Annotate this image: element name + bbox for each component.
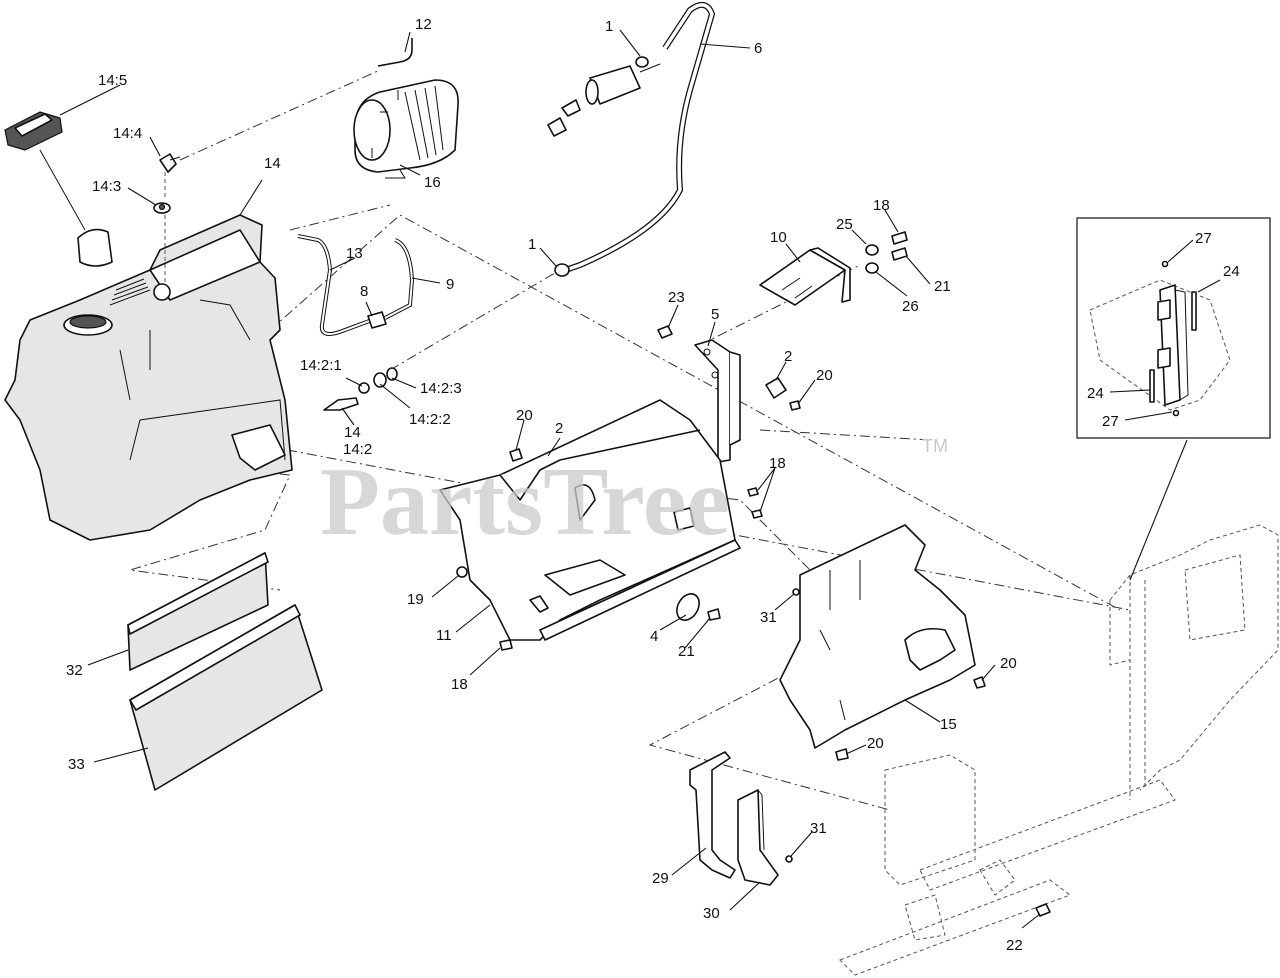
- callout-2-right[interactable]: 2: [784, 348, 792, 365]
- callout-27-inset-top[interactable]: 27: [1195, 230, 1212, 247]
- callout-6[interactable]: 6: [754, 40, 762, 57]
- callout-26[interactable]: 26: [902, 298, 919, 315]
- callout-14-2-2[interactable]: 14:2:2: [409, 411, 451, 428]
- callout-15[interactable]: 15: [940, 716, 957, 733]
- callout-14-4[interactable]: 14:4: [113, 125, 142, 142]
- insulation-pad-32[interactable]: [127, 552, 269, 671]
- callout-13[interactable]: 13: [346, 245, 363, 262]
- callout-2-center[interactable]: 2: [555, 420, 563, 437]
- upright-plate-5[interactable]: [657, 325, 741, 463]
- callout-18-center[interactable]: 18: [769, 455, 786, 472]
- callout-25[interactable]: 25: [836, 216, 853, 233]
- vent-hose-12[interactable]: [377, 38, 413, 67]
- fuel-tank[interactable]: [4, 214, 293, 541]
- tank-fittings[interactable]: [153, 153, 181, 285]
- bracket-29[interactable]: [689, 751, 736, 879]
- callout-14-2-1[interactable]: 14:2:1: [300, 357, 342, 374]
- callout-24-inset-right[interactable]: 24: [1223, 263, 1240, 280]
- callout-5[interactable]: 5: [711, 306, 719, 323]
- callout-22[interactable]: 22: [1006, 937, 1023, 954]
- callout-27-inset-bottom[interactable]: 27: [1102, 413, 1119, 430]
- callout-30[interactable]: 30: [703, 905, 720, 922]
- callout-29[interactable]: 29: [652, 870, 669, 887]
- callout-21-top[interactable]: 21: [934, 278, 951, 295]
- callout-24-inset-left[interactable]: 24: [1087, 385, 1104, 402]
- callout-20-shield[interactable]: 20: [1000, 655, 1017, 672]
- bolt-22[interactable]: [1035, 903, 1051, 917]
- callout-20-right[interactable]: 20: [816, 367, 833, 384]
- rivet-31[interactable]: [785, 855, 793, 863]
- tank-tray-11[interactable]: [439, 399, 741, 641]
- fuel-line-6[interactable]: [559, 1, 716, 275]
- callout-14-2[interactable]: 14:2: [343, 441, 372, 458]
- callout-31-lower[interactable]: 31: [810, 820, 827, 837]
- callout-1-top[interactable]: 1: [605, 18, 613, 35]
- callout-labels: 12 14:5 14:4 14:3 14 16 13 8 9 1 6 1 10 …: [66, 16, 1240, 954]
- callout-12[interactable]: 12: [415, 16, 432, 33]
- callout-16[interactable]: 16: [424, 174, 441, 191]
- callout-31-shield[interactable]: 31: [760, 609, 777, 626]
- callout-21-center[interactable]: 21: [678, 643, 695, 660]
- callout-20-bottom[interactable]: 20: [867, 735, 884, 752]
- callout-10[interactable]: 10: [770, 229, 787, 246]
- inset-detail: [1076, 217, 1271, 581]
- bracket-30[interactable]: [737, 789, 779, 886]
- parts-tree-watermark: PartsTree TM: [320, 436, 948, 556]
- callout-11[interactable]: 11: [436, 627, 452, 644]
- insulation-pad-33[interactable]: [129, 604, 323, 791]
- callout-14-lower[interactable]: 14: [344, 424, 361, 441]
- callout-18-lower[interactable]: 18: [451, 676, 468, 693]
- callout-19[interactable]: 19: [407, 591, 424, 608]
- callout-14-3[interactable]: 14:3: [92, 178, 121, 195]
- mount-bracket-10[interactable]: [759, 247, 851, 306]
- callout-14[interactable]: 14: [264, 155, 281, 172]
- small-hardware[interactable]: [456, 487, 986, 761]
- callout-32[interactable]: 32: [66, 662, 83, 679]
- callout-20-center[interactable]: 20: [516, 407, 533, 424]
- leader-lines: [59, 29, 1221, 929]
- hose-clamps[interactable]: [554, 56, 649, 277]
- callout-4[interactable]: 4: [650, 628, 658, 645]
- callout-14-2-3[interactable]: 14:2:3: [420, 380, 462, 397]
- fuel-filter[interactable]: [547, 63, 661, 137]
- callout-1-lower[interactable]: 1: [528, 236, 536, 253]
- watermark-brand: PartsTree: [320, 448, 730, 556]
- vent-hoses[interactable]: [297, 234, 415, 336]
- watermark-trademark: TM: [922, 436, 948, 456]
- callout-14-5[interactable]: 14:5: [98, 72, 127, 89]
- filler-cap[interactable]: [4, 111, 113, 267]
- callout-9[interactable]: 9: [446, 276, 454, 293]
- bolts-washers-top[interactable]: [865, 231, 908, 274]
- frame-rail: [839, 524, 1279, 976]
- vapor-canister[interactable]: [353, 79, 459, 179]
- callout-18-top[interactable]: 18: [873, 197, 890, 214]
- callout-23[interactable]: 23: [668, 289, 685, 306]
- callout-33[interactable]: 33: [68, 756, 85, 773]
- heat-shield-15[interactable]: [779, 524, 976, 749]
- fuel-outlet-fitting[interactable]: [323, 367, 398, 411]
- callout-8[interactable]: 8: [360, 283, 368, 300]
